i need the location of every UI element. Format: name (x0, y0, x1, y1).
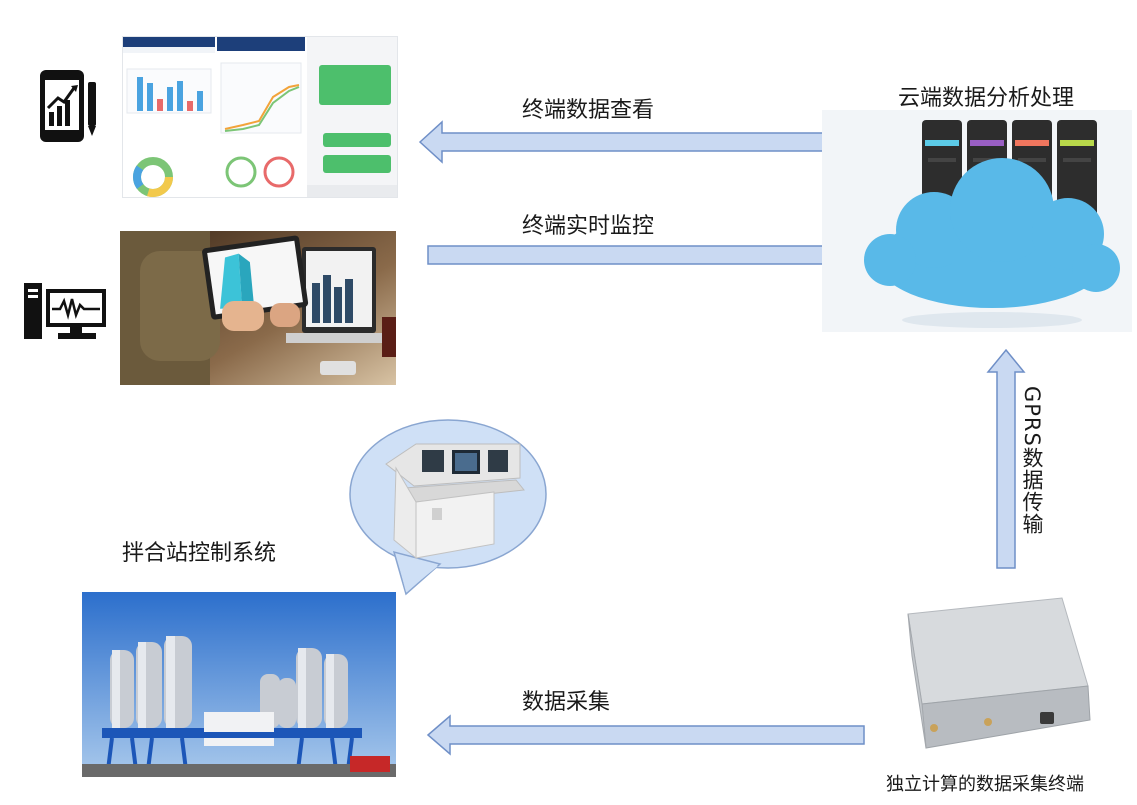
label-gprs-transmission: GPRS数据传输 (1017, 386, 1051, 535)
console-speech-bubble (344, 416, 554, 598)
label-gprs-prefix: GPRS (1020, 386, 1044, 447)
arrow-gprs-transmission (986, 348, 1026, 570)
collection-terminal-device (890, 594, 1098, 750)
arrow-terminal-view (418, 120, 864, 164)
label-realtime-monitor: 终端实时监控 (522, 214, 655, 239)
label-mixing-station: 拌合站控制系统 (122, 541, 277, 566)
computer-monitor-icon (22, 281, 108, 341)
tablet-chart-icon (38, 68, 100, 144)
mixing-station-photo (82, 592, 396, 777)
arrow-realtime-monitor (426, 234, 866, 276)
monitoring-photo (120, 231, 396, 385)
label-gprs-suffix: 数据传输 (1020, 446, 1044, 535)
label-cloud-processing: 云端数据分析处理 (898, 86, 1075, 111)
label-terminal-view: 终端数据查看 (522, 98, 655, 123)
server-cloud-icon (822, 110, 1132, 332)
app-screenshots-drawing (123, 37, 397, 197)
arrow-data-collection (426, 714, 866, 756)
label-collection-terminal: 独立计算的数据采集终端 (886, 774, 1084, 795)
app-screenshots (122, 36, 398, 198)
label-data-collection: 数据采集 (522, 690, 611, 715)
